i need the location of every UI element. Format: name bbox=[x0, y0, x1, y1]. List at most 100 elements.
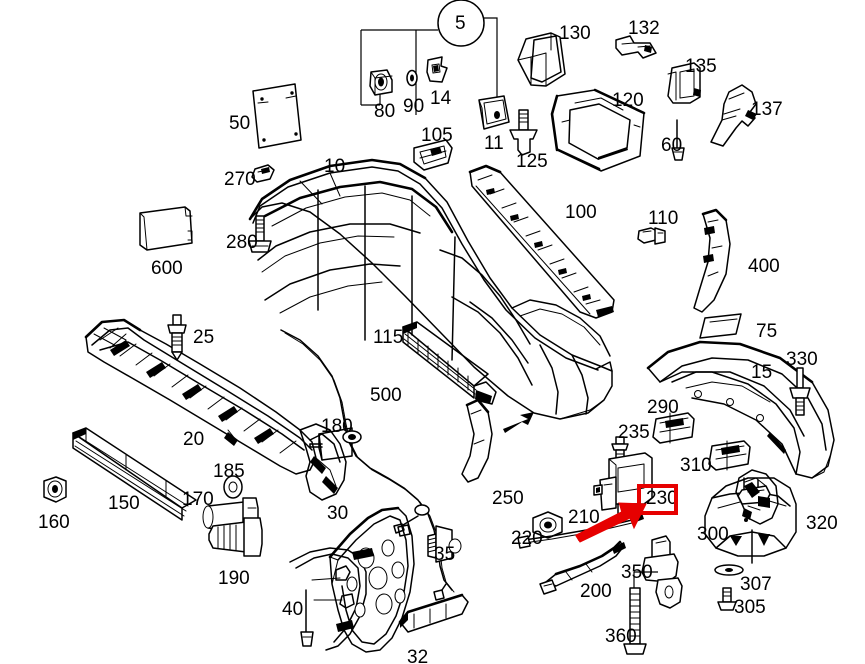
part-label-105: 105 bbox=[421, 125, 453, 146]
part-80-sensor bbox=[369, 69, 393, 96]
part-label-200: 200 bbox=[580, 581, 612, 602]
part-360-screw bbox=[623, 587, 647, 655]
part-10-bumper-cover bbox=[248, 158, 613, 420]
part-label-290: 290 bbox=[647, 397, 679, 418]
part-270-clip bbox=[251, 164, 275, 183]
part-label-360: 360 bbox=[605, 626, 637, 647]
part-label-75: 75 bbox=[756, 321, 778, 342]
red-arrow-shaft bbox=[575, 504, 640, 542]
part-label-350: 350 bbox=[621, 562, 653, 583]
part-label-180: 180 bbox=[321, 416, 353, 437]
part-label-50: 50 bbox=[229, 113, 251, 134]
part-label-5: 5 bbox=[455, 13, 466, 34]
part-150-absorber bbox=[72, 427, 197, 521]
part-250-strip bbox=[461, 398, 493, 483]
part-label-135: 135 bbox=[685, 56, 717, 77]
part-30-liner bbox=[289, 506, 415, 653]
part-135-clip bbox=[667, 62, 701, 104]
part-20-impact-bar bbox=[84, 318, 347, 501]
part-60-pin bbox=[671, 119, 685, 161]
part-100-strip bbox=[468, 164, 615, 319]
part-label-310: 310 bbox=[680, 455, 712, 476]
part-label-20: 20 bbox=[183, 429, 205, 450]
part-132-bracket bbox=[615, 35, 657, 59]
part-330-bolt bbox=[789, 367, 811, 416]
part-220-nut bbox=[532, 511, 563, 539]
part-label-300: 300 bbox=[697, 524, 729, 545]
part-label-330: 330 bbox=[786, 349, 818, 370]
part-600-panel bbox=[139, 206, 193, 251]
part-label-14: 14 bbox=[430, 88, 452, 109]
part-label-10: 10 bbox=[324, 156, 346, 177]
part-11-cover bbox=[478, 95, 510, 130]
part-label-30: 30 bbox=[327, 503, 349, 524]
part-label-40: 40 bbox=[282, 599, 304, 620]
part-105-trim bbox=[413, 139, 453, 171]
part-label-400: 400 bbox=[748, 256, 780, 277]
part-label-280: 280 bbox=[226, 232, 258, 253]
part-label-125: 125 bbox=[516, 151, 548, 172]
part-160-nut bbox=[43, 476, 67, 503]
part-label-35: 35 bbox=[434, 544, 456, 565]
part-label-32: 32 bbox=[407, 647, 429, 664]
part-label-250: 250 bbox=[492, 488, 524, 509]
part-label-305: 305 bbox=[734, 597, 766, 618]
part-label-220: 220 bbox=[511, 528, 543, 549]
callout-balloon-group bbox=[360, 0, 498, 115]
part-label-115: 115 bbox=[373, 327, 404, 348]
part-120-frame bbox=[550, 88, 646, 172]
part-label-270: 270 bbox=[224, 169, 256, 190]
part-label-170: 170 bbox=[182, 489, 214, 510]
part-label-320: 320 bbox=[806, 513, 838, 534]
part-label-100: 100 bbox=[565, 202, 597, 223]
highlight-box-230 bbox=[637, 484, 678, 515]
part-label-190: 190 bbox=[218, 568, 250, 589]
part-label-150: 150 bbox=[108, 493, 140, 514]
part-350-bracket bbox=[633, 535, 683, 609]
part-75-pad bbox=[699, 313, 742, 339]
part-label-500: 500 bbox=[370, 385, 402, 406]
part-32-trim bbox=[398, 593, 469, 633]
part-label-160: 160 bbox=[38, 512, 70, 533]
part-307-washer bbox=[714, 529, 753, 576]
part-137-duct bbox=[710, 84, 757, 147]
part-label-80: 80 bbox=[374, 101, 396, 122]
part-15-valance bbox=[646, 340, 835, 479]
part-label-130: 130 bbox=[559, 23, 591, 44]
part-180-bracket bbox=[309, 427, 353, 461]
part-label-11: 11 bbox=[484, 133, 504, 154]
part-50-plate bbox=[252, 83, 302, 149]
part-label-210: 210 bbox=[568, 507, 600, 528]
part-130-panel bbox=[517, 32, 566, 87]
part-label-230: 230 bbox=[646, 488, 678, 509]
part-label-185: 185 bbox=[213, 461, 245, 482]
part-label-307: 307 bbox=[740, 574, 772, 595]
part-190-bolt bbox=[208, 517, 263, 557]
part-14-clip bbox=[426, 56, 448, 83]
part-label-120: 120 bbox=[612, 90, 644, 111]
part-125-rivet bbox=[509, 109, 538, 156]
part-320-bracket bbox=[735, 469, 779, 525]
part-25-bolt bbox=[167, 314, 187, 361]
part-label-137: 137 bbox=[751, 99, 783, 120]
part-label-600: 600 bbox=[151, 258, 183, 279]
part-400-strip bbox=[693, 208, 731, 313]
part-label-90: 90 bbox=[403, 96, 425, 117]
part-label-25: 25 bbox=[193, 327, 215, 348]
part-185-washer bbox=[223, 475, 243, 499]
part-label-235: 235 bbox=[618, 422, 650, 443]
part-label-15: 15 bbox=[751, 362, 773, 383]
part-35-bolt bbox=[427, 525, 462, 563]
part-110-rivet bbox=[637, 227, 666, 245]
part-290-clip bbox=[652, 412, 695, 444]
part-305-screw bbox=[717, 587, 737, 611]
part-label-60: 60 bbox=[661, 135, 683, 156]
part-200-strip bbox=[539, 540, 626, 595]
part-40-pin bbox=[300, 589, 314, 647]
part-label-132: 132 bbox=[628, 18, 660, 39]
black-pointer-arrow bbox=[503, 412, 534, 433]
part-90-grommet bbox=[406, 69, 418, 87]
part-310-clip bbox=[708, 440, 751, 471]
